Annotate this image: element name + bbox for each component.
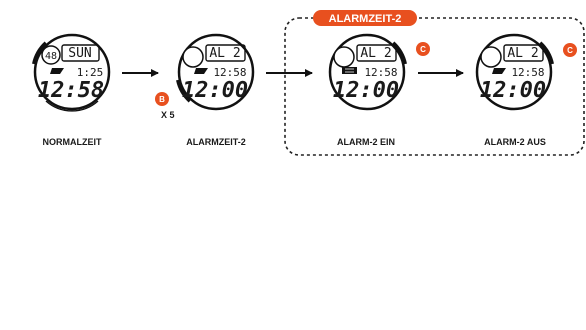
top-display-box <box>61 44 100 62</box>
mid-text: 1:25 <box>77 66 104 79</box>
watch-lug <box>538 41 554 65</box>
segment-bar-icon <box>194 68 208 74</box>
watch-alarm-2-aus: AL 2 12:58 12:00 <box>475 33 554 111</box>
main-time: 12:00 <box>480 78 546 103</box>
main-time: 12:00 <box>182 78 248 103</box>
group-header-pill <box>313 10 417 26</box>
caption-alarm-2-aus: ALARM-2 AUS <box>484 137 546 147</box>
watch-alarm-2-ein: AL 2 12:58 12:00 <box>328 33 407 111</box>
mid-text: 12:58 <box>213 66 246 79</box>
segment-bar-icon <box>50 68 64 74</box>
top-text: AL 2 <box>360 46 391 61</box>
alarm-group-box <box>284 17 585 156</box>
top-display-box <box>205 44 246 62</box>
mid-text: 12:58 <box>364 66 397 79</box>
segment-bar-icon <box>492 68 506 74</box>
top-text: AL 2 <box>507 46 538 61</box>
circle-text: 48 <box>45 51 57 62</box>
watch-normalzeit: 48 SUN 1:25 12:58 <box>32 33 111 112</box>
caption-alarm-2-ein: ALARM-2 EIN <box>337 137 395 147</box>
top-text: AL 2 <box>209 46 240 61</box>
mid-text: 12:58 <box>511 66 544 79</box>
group-header-label: ALARMZEIT-2 <box>329 13 402 25</box>
watch-lug <box>32 41 48 65</box>
c-button-label: C <box>567 46 573 55</box>
top-display-box <box>356 44 397 62</box>
watch-alarmzeit-2: AL 2 12:58 12:00 <box>176 33 255 111</box>
mode-circle-icon <box>480 46 502 68</box>
mode-circle-icon <box>41 45 61 65</box>
b-button-icon: B <box>155 92 169 106</box>
c-button-icon: C <box>416 42 430 56</box>
mode-circle-icon <box>333 46 355 68</box>
press-count: X 5 <box>161 110 175 120</box>
mode-circle-icon <box>182 46 204 68</box>
caption-alarmzeit-2: ALARMZEIT-2 <box>186 137 246 147</box>
watch-rim <box>45 100 99 112</box>
b-button-label: B <box>159 95 165 104</box>
c-button-label: C <box>420 45 426 54</box>
group-header: ALARMZEIT-2 <box>313 10 417 26</box>
main-time: 12:58 <box>38 78 104 103</box>
watch-lug <box>176 79 192 103</box>
top-text: SUN <box>68 46 91 61</box>
watch-lug <box>391 41 407 65</box>
caption-normalzeit: NORMALZEIT <box>43 137 102 147</box>
alarm-bell-icon <box>342 67 357 74</box>
main-time: 12:00 <box>333 78 399 103</box>
c-button-icon: C <box>563 43 577 57</box>
top-display-box <box>503 44 544 62</box>
